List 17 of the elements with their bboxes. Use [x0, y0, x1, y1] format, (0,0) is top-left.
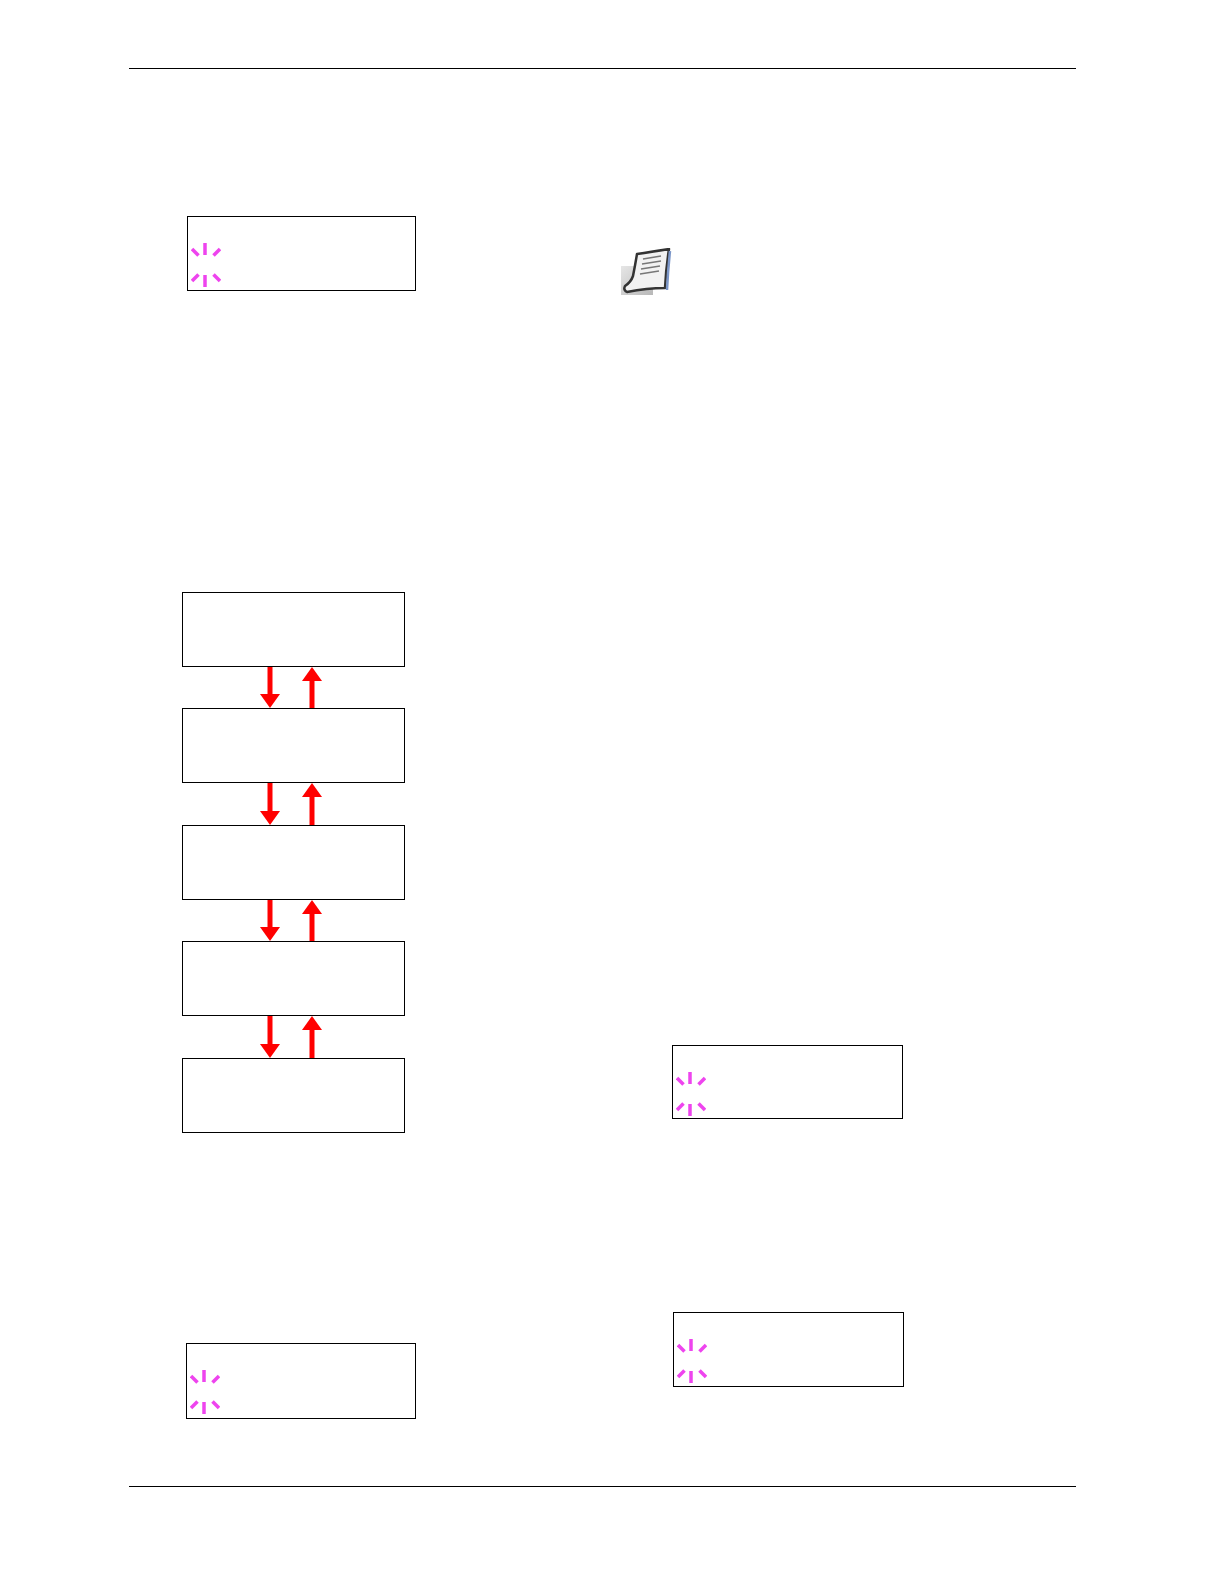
arrow [302, 783, 322, 825]
arrow [302, 900, 322, 941]
arrow [260, 667, 280, 708]
display-box [182, 708, 405, 783]
arrow [302, 667, 322, 708]
arrow [302, 1016, 322, 1058]
display-box [186, 1343, 416, 1419]
arrow [260, 783, 280, 825]
display-box [182, 592, 405, 667]
display-box [182, 825, 405, 900]
display-box [672, 1045, 903, 1119]
arrow [260, 1016, 280, 1058]
display-box [187, 216, 416, 291]
display-box [673, 1312, 904, 1387]
display-box [182, 1058, 405, 1133]
arrow [260, 900, 280, 941]
display-box [182, 941, 405, 1016]
